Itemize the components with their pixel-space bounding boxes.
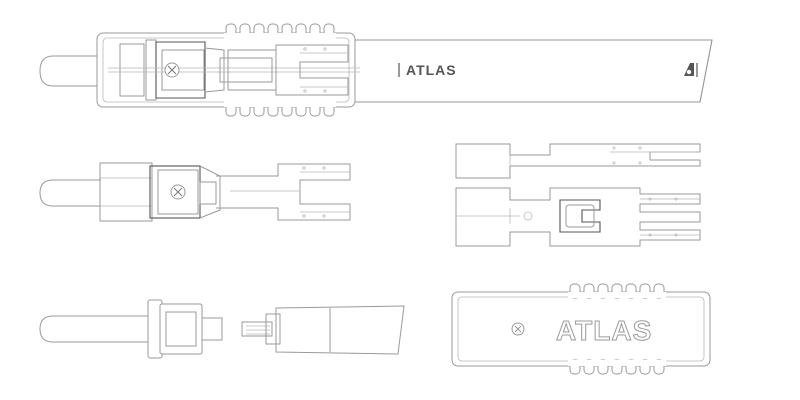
- terminal-blanks-view: [455, 143, 701, 247]
- grip-ridges-top: [568, 283, 666, 299]
- connector-no-shell-view: [39, 162, 351, 222]
- embossed-brand-label: ATLAS: [556, 315, 652, 346]
- terminal-blank-upper: [455, 143, 701, 179]
- terminal-blank-lower: [455, 187, 701, 247]
- brand-logo-icon: [684, 63, 698, 77]
- cable-end: [275, 305, 405, 355]
- shell-view: ATLAS: [451, 283, 711, 375]
- contact-pin: [39, 315, 152, 343]
- screw-icon: [511, 322, 525, 336]
- stripped-wire: [241, 321, 273, 337]
- grip-ridges-top: [224, 23, 336, 39]
- grip-ridges-bottom: [568, 359, 666, 375]
- cable-jacket: [350, 39, 713, 103]
- assembled-connector-view: ATLAS: [39, 23, 713, 117]
- exploded-view: [39, 299, 405, 359]
- contact-pin: [39, 55, 98, 87]
- brand-label: ATLAS: [406, 62, 457, 78]
- contact-pin: [39, 179, 101, 207]
- grip-ridges-bottom: [224, 101, 336, 117]
- screw-icon: [164, 62, 180, 78]
- screw-icon: [170, 184, 186, 200]
